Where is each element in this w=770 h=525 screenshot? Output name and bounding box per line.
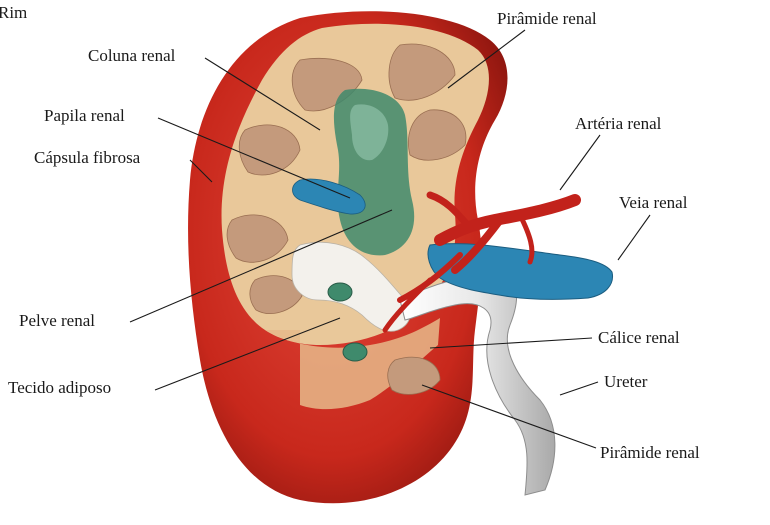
label-ureter: Ureter [604,372,648,391]
label-piramide-renal-bottom: Pirâmide renal [600,443,700,462]
label-pelve-renal: Pelve renal [19,311,95,330]
calyx-cup-1 [328,283,352,301]
label-calice-renal: Cálice renal [598,328,680,347]
label-veia-renal: Veia renal [619,193,688,212]
label-tecido-adiposo: Tecido adiposo [8,378,111,397]
label-papila-renal: Papila renal [44,106,125,125]
label-arteria-renal: Artéria renal [575,114,662,133]
calyx-cup-2 [343,343,367,361]
label-capsula-fibrosa: Cápsula fibrosa [34,148,141,167]
leader-veia-renal [618,215,650,260]
label-piramide-renal-top: Pirâmide renal [497,9,597,28]
leader-arteria-renal [560,135,600,190]
label-coluna-renal: Coluna renal [88,46,176,65]
kidney-illustration [188,11,612,503]
leader-ureter [560,382,598,395]
figure-title: Rim [0,3,27,22]
